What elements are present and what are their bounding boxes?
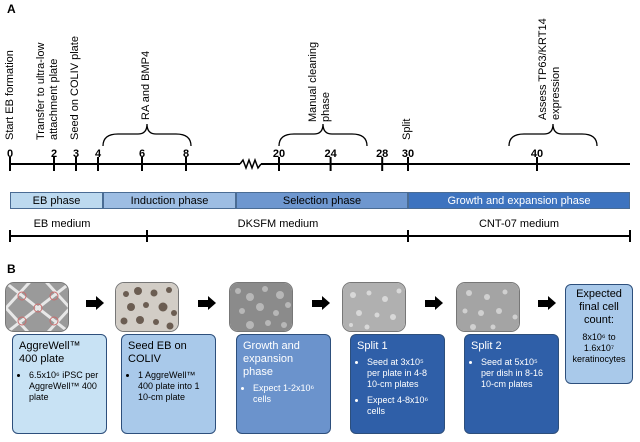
tick-label: 20 — [272, 148, 286, 160]
step-card-aggrewell: AggreWell™ 400 plate 6.5x10⁶ iPSC per Ag… — [12, 334, 107, 434]
phase-eb: EB phase — [10, 192, 103, 209]
step-title: Split 2 — [471, 340, 502, 352]
phase-selection: Selection phase — [236, 192, 408, 209]
media-cnt07: CNT-07 medium — [478, 218, 560, 230]
media-eb: EB medium — [33, 218, 91, 230]
panel-a-label: A — [7, 2, 16, 16]
final-title: Expected final cell count: — [576, 288, 622, 326]
arrow-right-icon — [198, 296, 216, 311]
split1-image — [342, 282, 406, 332]
split2-image — [456, 282, 520, 332]
final-count-card: Expected final cell count: 8x10⁶ to 1.6x… — [565, 284, 633, 384]
tick-label: 40 — [530, 148, 544, 160]
tick-label: 30 — [401, 148, 415, 160]
tick-label: 0 — [6, 148, 14, 160]
media-dksfm: DKSFM medium — [237, 218, 319, 230]
step-bullet: 6.5x10⁶ iPSC per AggreWell™ 400 plate — [29, 370, 100, 403]
step-title: Growth and expansion phase — [243, 340, 300, 378]
arrow-right-icon — [425, 296, 443, 311]
tick-label: 8 — [182, 148, 190, 160]
step-card-split1: Split 1 Seed at 3x10⁵ per plate in 4-8 1… — [350, 334, 445, 434]
step-title: Seed EB on COLIV — [128, 340, 187, 365]
brace-ra-bmp4 — [102, 123, 192, 147]
brace-manual-cleaning — [278, 123, 368, 147]
panel-b-label: B — [7, 262, 16, 276]
step-card-growth: Growth and expansion phase Expect 1-2x10… — [236, 334, 331, 434]
arrow-right-icon — [312, 296, 330, 311]
phase-induction: Induction phase — [103, 192, 236, 209]
arrow-right-icon — [86, 296, 104, 311]
step-bullet: Expect 1-2x10⁶ cells — [253, 383, 324, 405]
step-title: AggreWell™ 400 plate — [19, 340, 81, 365]
aggrewell-image — [5, 282, 69, 332]
timeline-graphic — [9, 123, 631, 242]
phase-growth-expansion: Growth and expansion phase — [408, 192, 630, 209]
step-bullet: Seed at 3x10⁵ per plate in 4-8 10-cm pla… — [367, 357, 438, 390]
tick-label: 2 — [50, 148, 58, 160]
step-bullet: Expect 4-8x10⁶ cells — [367, 395, 438, 417]
timeline-axis-break — [239, 157, 262, 171]
tick-label: 24 — [324, 148, 337, 160]
final-range: 8x10⁶ to 1.6x10⁷ keratinocytes — [572, 332, 626, 364]
arrow-right-icon — [538, 296, 556, 311]
step-card-seed-eb: Seed EB on COLIV 1 AggreWell™ 400 plate … — [121, 334, 216, 434]
step-card-split2: Split 2 Seed at 5x10⁵ per dish in 8-16 1… — [464, 334, 559, 434]
tick-label: 3 — [72, 148, 80, 160]
tick-label: 4 — [94, 148, 102, 160]
eb-coliv-image — [115, 282, 179, 332]
brace-assess — [508, 123, 598, 147]
tick-label: 6 — [138, 148, 146, 160]
tick-label: 28 — [376, 148, 389, 160]
step-bullet: Seed at 5x10⁵ per dish in 8-16 10-cm pla… — [481, 357, 552, 390]
step-bullet: 1 AggreWell™ 400 plate into 1 10-cm plat… — [138, 370, 209, 403]
growth-image — [229, 282, 293, 332]
step-title: Split 1 — [357, 340, 388, 352]
